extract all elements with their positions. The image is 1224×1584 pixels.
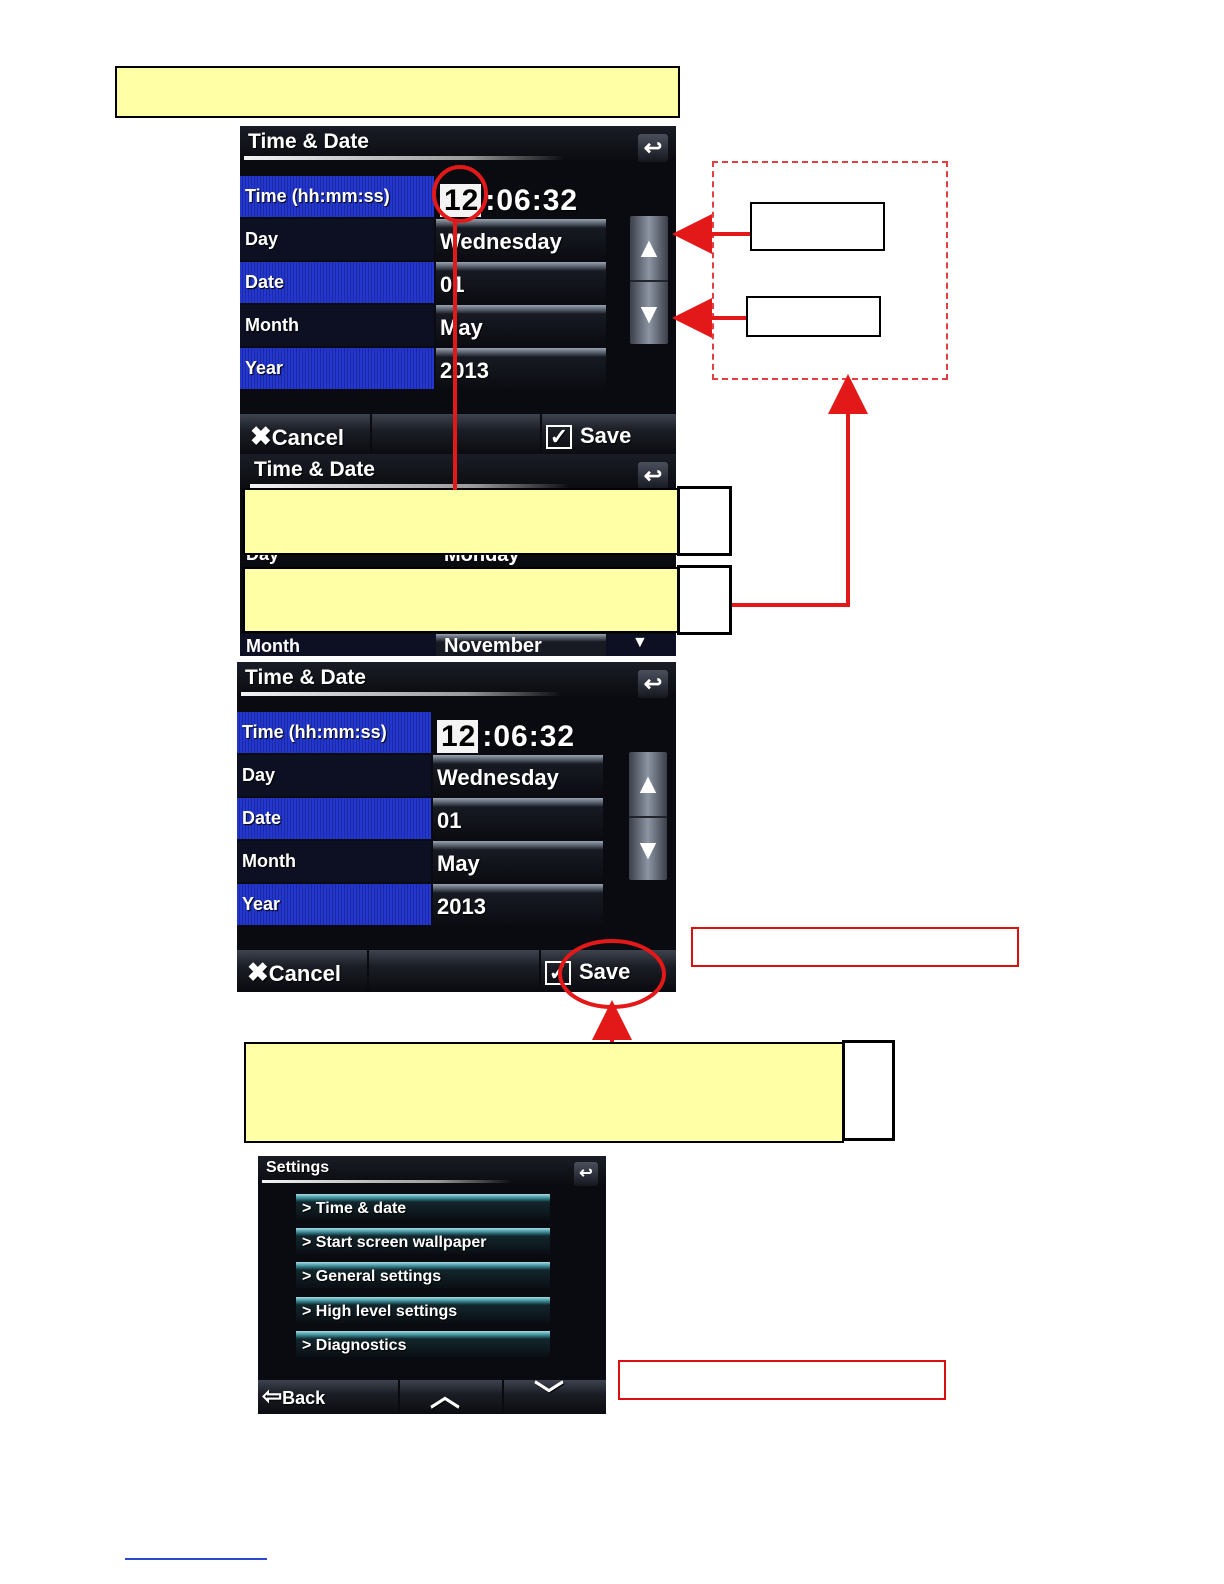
- menu-item-high-level[interactable]: > High level settings: [296, 1297, 550, 1323]
- row-label: Date: [240, 262, 434, 303]
- menu-item-general[interactable]: > General settings: [296, 1262, 550, 1288]
- row-label: Year: [240, 348, 434, 389]
- min-sec-digits: :06:32: [485, 184, 579, 217]
- back-return-icon[interactable]: ↩: [638, 462, 668, 490]
- settings-note-box: [618, 1360, 946, 1400]
- menu-item-diagnostics[interactable]: > Diagnostics: [296, 1331, 550, 1357]
- save-highlight-circle: [558, 939, 666, 1009]
- button-bar: ✖Cancel ✓Save: [237, 950, 676, 990]
- footer-rule: [125, 1558, 267, 1560]
- row-date: Date 01: [237, 798, 676, 839]
- row-label: Time (hh:mm:ss): [240, 176, 434, 217]
- time-value[interactable]: 12:06:32: [436, 176, 606, 217]
- month-value[interactable]: May: [433, 841, 603, 882]
- partial-day-row: Day Monday: [246, 552, 520, 566]
- cancel-button[interactable]: ✖Cancel: [247, 957, 341, 987]
- back-return-icon[interactable]: ↩: [638, 134, 668, 162]
- row-month: Month May: [240, 305, 676, 346]
- menu-item-time-date[interactable]: > Time & date: [296, 1194, 550, 1220]
- up-down-arrows: ▲ ▼: [629, 752, 667, 880]
- button-bar: ✖Cancel ✓Save: [240, 414, 676, 454]
- row-time: Time (hh:mm:ss) 12:06:32: [237, 712, 676, 753]
- scroll-down-button[interactable]: ﹀: [534, 1380, 564, 1414]
- back-return-icon[interactable]: ↩: [638, 670, 668, 698]
- step-callout-box-1: [243, 488, 680, 555]
- step-number-box-3: [842, 1040, 895, 1141]
- step-number-box-2: [677, 565, 732, 635]
- time-date-screen-top: Time & Date ↩ Time (hh:mm:ss) 12:06:32 D…: [240, 126, 676, 456]
- chevron-down-icon: ﹀: [534, 1380, 564, 1413]
- hour-highlight-circle: [432, 165, 488, 223]
- back-return-icon[interactable]: ↩: [574, 1162, 598, 1186]
- back-button[interactable]: ⇦Back: [262, 1383, 326, 1410]
- row-year: Year 2013: [237, 884, 676, 925]
- row-day: Day Wednesday: [237, 755, 676, 796]
- save-note-box: [691, 927, 1019, 967]
- screen-header: Settings ↩: [258, 1156, 606, 1186]
- step-callout-box-2: [243, 567, 680, 633]
- header-callout-box: [115, 66, 680, 118]
- checkbox-check-icon: ✓: [546, 425, 572, 450]
- month-value[interactable]: May: [436, 305, 606, 346]
- hour-digits[interactable]: 12: [440, 184, 482, 217]
- step-callout-box-3: [244, 1042, 844, 1143]
- screen-header: Time & Date ↩: [240, 454, 676, 490]
- row-day: Day Wednesday: [240, 219, 676, 260]
- date-value[interactable]: 01: [433, 798, 603, 839]
- year-value[interactable]: 2013: [436, 348, 606, 389]
- step2-connector: [732, 374, 868, 607]
- screen-title: Time & Date: [254, 458, 375, 481]
- time-value[interactable]: 12:06:32: [433, 712, 603, 753]
- row-month: Month May: [237, 841, 676, 882]
- menu-item-wallpaper[interactable]: > Start screen wallpaper: [296, 1228, 550, 1254]
- scroll-up-button[interactable]: ︿: [430, 1380, 460, 1414]
- arrow-up-icon[interactable]: ▲: [634, 768, 662, 799]
- row-label: Month: [240, 305, 434, 346]
- screen-title: Settings: [266, 1159, 330, 1176]
- screen-header: Time & Date ↩: [240, 126, 676, 162]
- arrow-down-icon[interactable]: ▼: [629, 816, 667, 882]
- partial-month-row: Month November ▼: [240, 634, 676, 656]
- arrow-up-icon[interactable]: ▲: [635, 232, 663, 263]
- up-arrow-label-box: [750, 202, 885, 251]
- back-arrow-icon: ⇦: [262, 1383, 283, 1410]
- row-time: Time (hh:mm:ss) 12:06:32: [240, 176, 676, 217]
- hour-digits[interactable]: 12: [437, 720, 479, 753]
- cancel-button[interactable]: ✖Cancel: [250, 421, 344, 451]
- save-button[interactable]: ✓Save: [546, 414, 631, 454]
- down-arrow-label-box: [746, 296, 881, 337]
- row-label: Day: [240, 219, 434, 260]
- up-down-arrows: ▲ ▼: [630, 216, 668, 344]
- arrow-down-icon: ▼: [632, 634, 648, 651]
- step-number-box-1: [677, 486, 732, 556]
- day-value[interactable]: Wednesday: [433, 755, 603, 796]
- time-date-screen-middle: Time & Date ↩ Time (hh:mm:ss) 12:06:32 D…: [237, 662, 676, 992]
- chevron-up-icon: ︿: [430, 1380, 460, 1413]
- date-value[interactable]: 01: [436, 262, 606, 303]
- screen-title: Time & Date: [245, 666, 366, 689]
- year-value[interactable]: 2013: [433, 884, 603, 925]
- button-bar: ⇦Back ︿ ﹀: [258, 1380, 606, 1414]
- row-year: Year 2013: [240, 348, 676, 389]
- header-underline: [244, 156, 564, 160]
- row-date: Date 01: [240, 262, 676, 303]
- screen-title: Time & Date: [248, 130, 369, 153]
- settings-screen: Settings ↩ > Time & date > Start screen …: [258, 1156, 606, 1414]
- day-value[interactable]: Wednesday: [436, 219, 606, 260]
- cross-icon: ✖: [250, 421, 272, 451]
- cross-icon: ✖: [247, 957, 269, 987]
- arrow-down-icon[interactable]: ▼: [630, 280, 668, 346]
- screen-header: Time & Date ↩: [237, 662, 676, 698]
